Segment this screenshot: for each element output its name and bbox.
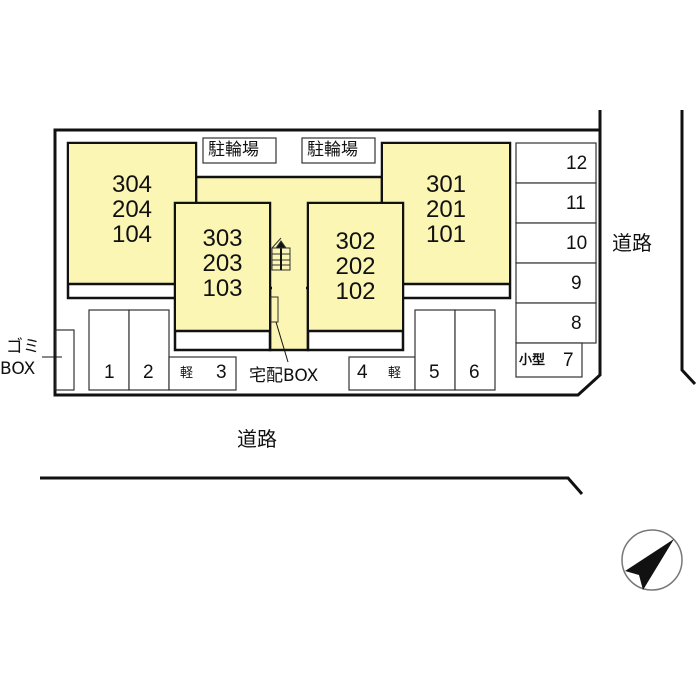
parking-number: 3 <box>216 362 227 383</box>
kei-car-label: 軽 <box>388 366 402 381</box>
parking-number: 1 <box>104 362 115 383</box>
building-center-left-units: 303 203 103 <box>175 226 270 301</box>
road-east-edge <box>680 110 697 386</box>
parking-number: 6 <box>469 362 480 383</box>
kei-car-label: 軽 <box>180 366 194 381</box>
parking-number: 11 <box>566 193 586 214</box>
building-west-units: 304 204 104 <box>68 172 196 247</box>
unit-label: 304 <box>111 171 153 198</box>
parking-number: 8 <box>571 313 582 334</box>
parking-right-column <box>515 142 597 378</box>
parking-number: 7 <box>563 350 574 371</box>
parking-number: 5 <box>429 362 440 383</box>
site-boundary <box>53 110 602 397</box>
building-east-units: 301 201 101 <box>382 172 510 247</box>
parking-number: 2 <box>143 362 154 383</box>
unit-label: 102 <box>335 278 376 305</box>
parking-number: 12 <box>566 153 588 174</box>
unit-label: 101 <box>425 221 467 248</box>
building-center-right-units: 302 202 102 <box>308 229 403 304</box>
unit-label: 202 <box>335 253 376 280</box>
unit-label: 302 <box>335 228 376 255</box>
north-arrow-icon <box>621 529 683 591</box>
unit-label: 203 <box>202 250 243 277</box>
unit-label: 204 <box>111 196 153 223</box>
road-east-label: 道路 <box>612 231 652 255</box>
bicycle-parking-label: 駐輪場 <box>307 140 358 160</box>
bicycle-parking-1 <box>202 137 277 164</box>
unit-label: 104 <box>111 221 153 248</box>
garbage-box <box>55 329 75 391</box>
road-south-edge <box>40 476 584 495</box>
parking-bottom <box>88 309 496 391</box>
parking-number: 4 <box>357 362 368 383</box>
bicycle-parking-2 <box>301 137 376 164</box>
delivery-box-label: 宅配BOX <box>249 366 319 386</box>
unit-label: 103 <box>202 275 243 302</box>
bicycle-parking-label: 駐輪場 <box>208 140 259 160</box>
parking-number: 10 <box>566 233 588 254</box>
small-car-label: 小型 <box>519 353 546 368</box>
delivery-box-leader <box>275 321 289 363</box>
delivery-box-mark <box>270 296 279 323</box>
unit-label: 201 <box>425 196 467 223</box>
road-south-label: 道路 <box>237 427 277 451</box>
garbage-box-label: BOX <box>0 359 36 379</box>
parking-number: 9 <box>571 273 582 294</box>
unit-label: 301 <box>425 171 467 198</box>
unit-label: 303 <box>202 225 243 252</box>
garbage-box-label: ゴミ <box>6 337 40 357</box>
stairs-icon <box>271 237 291 271</box>
